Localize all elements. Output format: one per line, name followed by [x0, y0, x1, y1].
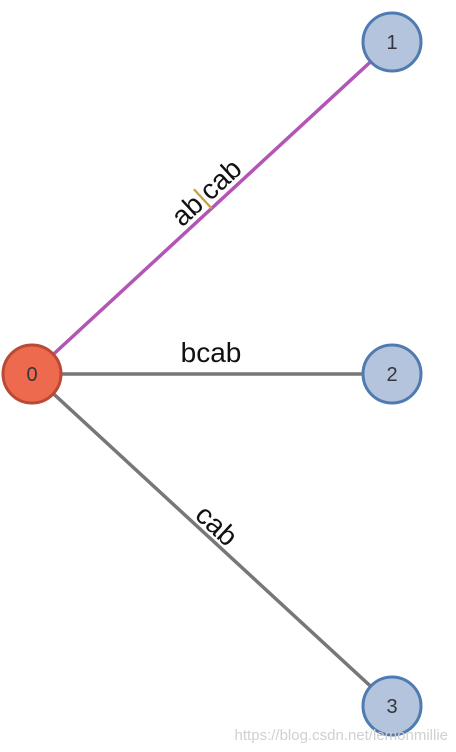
- edge-label-0-3-group: cab: [190, 499, 244, 552]
- edge-0-3: [30, 372, 394, 708]
- edge-label-0-1: ab|cab: [165, 153, 247, 232]
- node-1: 1: [361, 11, 423, 73]
- edge-label-0-2: bcab: [181, 337, 242, 368]
- node-2-circle: [361, 343, 423, 405]
- node-1-circle: [361, 11, 423, 73]
- node-0-circle: [1, 343, 63, 405]
- edge-0-1: [30, 40, 394, 376]
- svg-text:ab|cab: ab|cab: [165, 153, 247, 232]
- edge-label-0-3: cab: [190, 499, 244, 552]
- watermark: https://blog.csdn.net/lemonmillie: [235, 727, 448, 744]
- node-3-circle: [361, 675, 423, 737]
- node-2: 2: [361, 343, 423, 405]
- node-1-label: 1: [386, 32, 397, 54]
- node-0-label: 0: [26, 364, 37, 386]
- node-2-label: 2: [386, 364, 397, 386]
- node-0: 0: [1, 343, 63, 405]
- node-3-label: 3: [386, 696, 397, 718]
- node-3: 3: [361, 675, 423, 737]
